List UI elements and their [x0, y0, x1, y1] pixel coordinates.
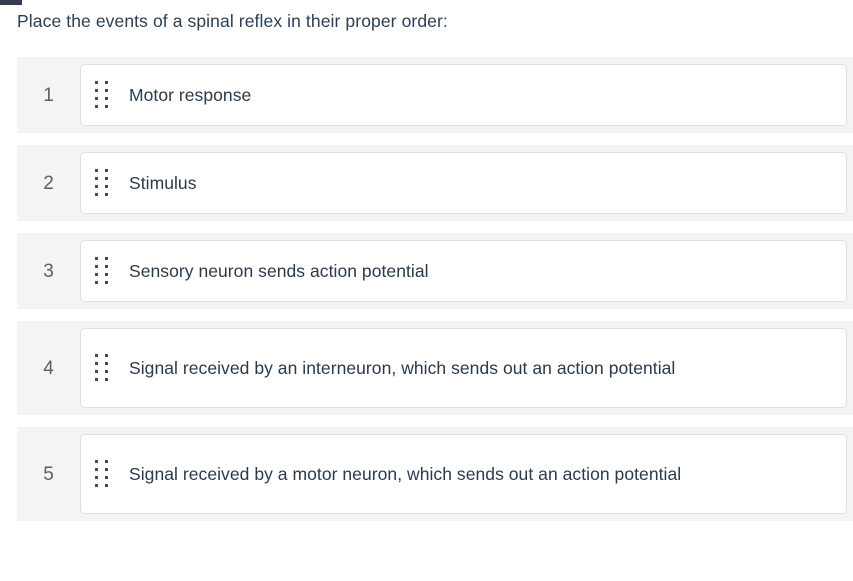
drag-handle-dots-icon[interactable] [93, 168, 111, 197]
list-item[interactable]: 1 Motor response [17, 57, 853, 133]
row-text: Signal received by an interneuron, which… [129, 358, 676, 378]
row-card[interactable]: Sensory neuron sends action potential [80, 240, 847, 302]
drag-handle-dots-icon[interactable] [93, 353, 111, 382]
row-text: Motor response [129, 85, 252, 105]
list-item[interactable]: 4 Signal received by an interneuron, whi… [17, 321, 853, 415]
row-card[interactable]: Stimulus [80, 152, 847, 214]
drag-handle-dots-icon[interactable] [93, 459, 111, 488]
row-index: 5 [43, 463, 54, 485]
drag-handle-dots-icon[interactable] [93, 80, 111, 109]
row-card[interactable]: Signal received by an interneuron, which… [80, 328, 847, 408]
row-text: Signal received by a motor neuron, which… [129, 464, 682, 484]
ordering-list: 1 Motor response 2 Stimulus 3 [17, 57, 853, 533]
row-text: Stimulus [129, 173, 197, 193]
row-index: 3 [43, 260, 54, 282]
list-item[interactable]: 2 Stimulus [17, 145, 853, 221]
row-index: 4 [43, 357, 54, 379]
list-item[interactable]: 5 Signal received by a motor neuron, whi… [17, 427, 853, 521]
drag-handle-dots-icon[interactable] [93, 256, 111, 285]
row-card[interactable]: Motor response [80, 64, 847, 126]
list-item[interactable]: 3 Sensory neuron sends action potential [17, 233, 853, 309]
row-index: 2 [43, 172, 54, 194]
top-accent-bar [0, 0, 22, 5]
row-card[interactable]: Signal received by a motor neuron, which… [80, 434, 847, 514]
page-title: Place the events of a spinal reflex in t… [17, 11, 448, 31]
row-text: Sensory neuron sends action potential [129, 261, 429, 281]
row-index: 1 [43, 84, 54, 106]
